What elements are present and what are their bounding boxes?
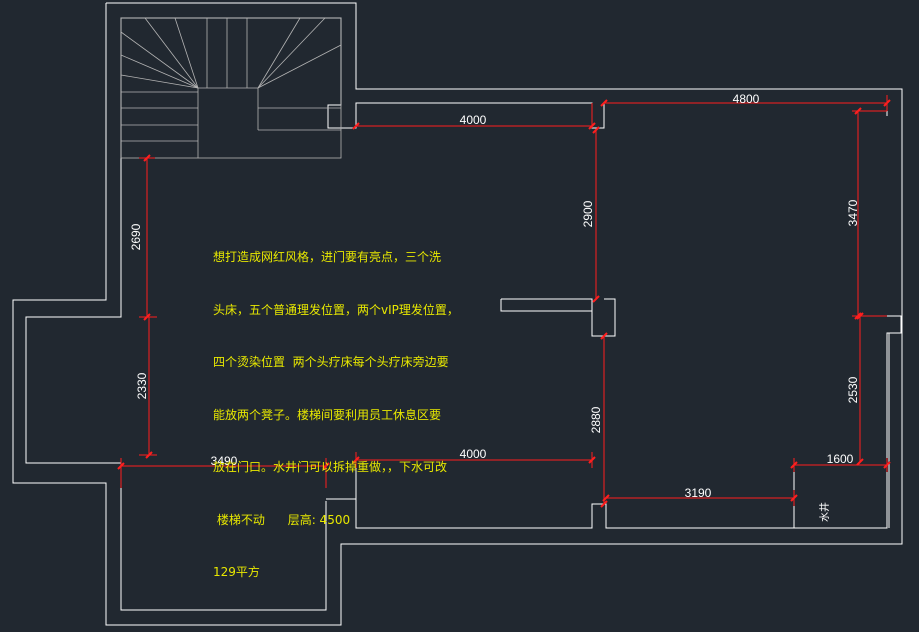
column-block [501, 298, 616, 337]
note-line-7: 129平方 [213, 565, 260, 579]
tick [883, 461, 891, 469]
stair-winder [120, 31, 199, 89]
note-line-3: 四个烫染位置 两个头疗床每个头疗床旁边要 [213, 355, 449, 369]
note-line-6: 楼梯不动 层高: 4500 [213, 512, 351, 527]
dim-right-2530: 2530 [846, 376, 860, 403]
dim-mid-2900: 2900 [581, 200, 595, 227]
dim-top-right-4800: 4800 [733, 92, 760, 106]
note-line-1: 想打造成网红风格，进门要有亮点，三个洗 [213, 250, 442, 264]
tick [602, 494, 610, 502]
tick [856, 458, 864, 466]
column-stub [500, 299, 592, 312]
tick [600, 332, 608, 340]
note-line-4: 能放两个凳子。楼梯间要利用员工休息区要 [213, 407, 442, 422]
tick [588, 122, 596, 130]
tick [322, 462, 330, 470]
tick [352, 456, 360, 464]
tick [145, 451, 153, 459]
dim-left-2690: 2690 [129, 223, 143, 250]
tick [854, 312, 862, 320]
tick [856, 312, 864, 320]
stair-winder [144, 17, 199, 89]
stair-winder [257, 17, 301, 89]
tick [600, 99, 608, 107]
dim-top-left-4000: 4000 [460, 113, 487, 127]
tick [883, 99, 891, 107]
dimension-ticks [117, 99, 891, 508]
tick [143, 154, 151, 162]
tick [592, 126, 600, 134]
tick [592, 295, 600, 303]
tick [117, 462, 125, 470]
tick [790, 461, 798, 469]
stair-outline [120, 17, 342, 159]
inner-wall-bottom-mid [355, 458, 794, 529]
stair-winder [257, 17, 326, 89]
tick [854, 107, 862, 115]
dim-bottom-3490: 3490 [211, 454, 238, 468]
well-label: 水井 [818, 502, 831, 522]
dim-bottom-4000: 4000 [460, 447, 487, 461]
stair-winder [257, 44, 342, 89]
design-requirements-note: 想打造成网红风格，进门要有亮点，三个洗 头床，五个普通理发位置，两个vIP理发位… [213, 214, 459, 599]
inner-wall-left [25, 17, 888, 611]
stair-winder [174, 17, 199, 89]
dim-bottom-3190: 3190 [685, 486, 712, 500]
tick [352, 122, 360, 130]
stair-drawing [120, 17, 342, 159]
stair-winder [120, 74, 199, 89]
tick [790, 494, 798, 502]
dim-mid-2880: 2880 [589, 406, 603, 433]
tick [588, 456, 596, 464]
inner-wall-right [793, 315, 902, 529]
tick [600, 500, 608, 508]
dim-left-2330: 2330 [135, 372, 149, 399]
tick [143, 313, 151, 321]
note-line-2: 头床，五个普通理发位置，两个vIP理发位置， [213, 302, 459, 317]
dim-bottom-1600: 1600 [827, 452, 854, 466]
stair-winder [120, 54, 199, 89]
outer-wall [12, 2, 903, 626]
dim-right-3470: 3470 [846, 199, 860, 226]
note-line-5: 放在门口。水井门可以拆掉重做，，下水可改 [213, 460, 448, 474]
dimension-labels: 4000 4800 3470 2900 2690 2330 3490 4000 … [129, 92, 860, 522]
